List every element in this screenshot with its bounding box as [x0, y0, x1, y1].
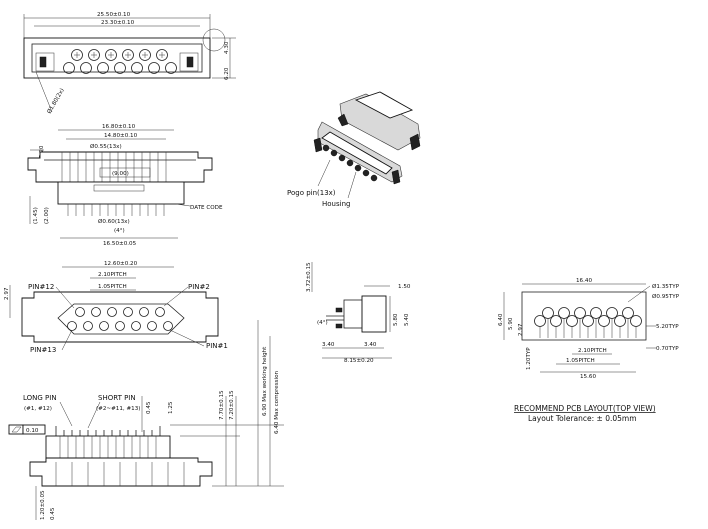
pin-1-label: PIN#1 — [206, 342, 228, 350]
pcb-dim-0-70: 0.70TYP — [656, 346, 679, 352]
flatness-value: 0.10 — [26, 428, 39, 434]
side-dim-3-40-b: 3.40 — [364, 342, 377, 348]
pogo-pin-label: Pogo pin(13x) — [287, 189, 336, 197]
pcb-dim-16-40: 16.40 — [576, 278, 592, 284]
small-side-view: 3.72±0.15 1.50 (4°) 5.80 5.40 3.40 3.40 … — [306, 262, 411, 364]
isometric-view: Pogo pin(13x) Housing — [287, 91, 421, 208]
pcb-layout-tolerance: Layout Tolerance: ± 0.05mm — [528, 414, 637, 423]
front-dim-9: (9.00) — [112, 171, 129, 177]
top-view: 25.50±0.10 23.30±0.10 4.30 6.20 — [23, 12, 236, 115]
short-pin-label: SHORT PIN — [98, 394, 136, 402]
pcb-dim-1-20: 1.20TYP — [526, 347, 532, 370]
short-pin-sub-label: (#2~#11, #13) — [96, 406, 140, 412]
face-dim-width: 12.60±0.20 — [104, 261, 138, 267]
side-dim-angle: (4°) — [317, 320, 328, 326]
pin-2-label: PIN#2 — [188, 283, 210, 291]
pcb-dim-2-97: 2.97 — [518, 323, 524, 336]
side-dim-1-50: 1.50 — [398, 284, 411, 290]
front-dim-outer: 16.80±0.10 — [102, 124, 136, 130]
face-dim-pitch-a: 2.10PITCH — [98, 272, 127, 278]
pcb-dim-15-60: 15.60 — [580, 374, 596, 380]
pin-12-label: PIN#12 — [28, 283, 54, 291]
face-dim-pitch-b: 1.05PITCH — [98, 284, 127, 290]
front-dim-inner: 14.80±0.10 — [104, 133, 138, 139]
housing-label: Housing — [322, 200, 350, 208]
side-dim-5-80: 5.80 — [393, 313, 399, 326]
front-dim-2-00: (2.00) — [44, 207, 50, 224]
front-dim-pin-dia-2: Ø0.60(13x) — [98, 218, 130, 225]
pcb-dim-2-10-pitch: 2.10PITCH — [578, 348, 607, 354]
front-dim-pitch-total: 16.50±0.05 — [103, 241, 137, 247]
pcb-dim-6-40: 6.40 — [498, 313, 504, 326]
pcb-dim-5-90: 5.90 — [508, 317, 514, 330]
long-pin-sub-label: (#1, #12) — [24, 406, 52, 412]
top-dim-height-b: 6.20 — [224, 67, 230, 80]
side-dim-3-40-a: 3.40 — [322, 342, 335, 348]
pins-dim-bottom-height: 1.20±0.05 — [40, 490, 46, 520]
pins-dim-7-70: 7.70±0.15 — [219, 390, 225, 420]
face-dim-height: 2.97 — [4, 287, 10, 300]
front-dim-angle: (4°) — [114, 228, 125, 234]
pins-dim-1-25: 1.25 — [168, 401, 174, 414]
long-pin-label: LONG PIN — [23, 394, 57, 402]
pcb-dim-hole-small: Ø0.95TYP — [652, 293, 680, 300]
pins-dim-max-compression: 6.40 Max compression — [274, 371, 280, 434]
pins-dim-0-45: 0.45 — [146, 401, 152, 414]
contact-face-view: 12.60±0.20 2.10PITCH 1.05PITCH 2.97 PIN#… — [4, 261, 228, 354]
pcb-layout-title: RECOMMEND PCB LAYOUT(TOP VIEW) — [514, 404, 656, 413]
side-dim-total: 8.15±0.20 — [344, 358, 374, 364]
pins-side-view: LONG PIN (#1, #12) SHORT PIN (#2~#11, #1… — [8, 320, 284, 520]
pcb-dim-1-05-pitch: 1.05PITCH — [566, 358, 595, 364]
pins-dim-bottom-offset: 0.45 — [50, 507, 56, 520]
top-dim-overall-width: 25.50±0.10 — [97, 12, 131, 18]
pcb-layout-view: 16.40 Ø1.35TYP Ø0.95TYP 6.40 5.90 2.97 5… — [498, 278, 680, 423]
top-dim-height-a: 4.30 — [224, 41, 230, 54]
top-dim-inner-width: 23.30±0.10 — [101, 20, 135, 26]
side-dim-height: 3.72±0.15 — [306, 262, 312, 292]
pcb-dim-hole-large: Ø1.35TYP — [652, 283, 680, 290]
pins-dim-7-20: 7.20±0.15 — [229, 390, 235, 420]
pin-13-label: PIN#13 — [30, 346, 56, 354]
pins-dim-max-working: 6.90 Max working height — [262, 346, 268, 416]
front-view: 16.80±0.10 14.80±0.10 Ø0.55(13x) 2.20 (9… — [27, 124, 223, 247]
pcb-dim-5-20: 5.20TYP — [656, 324, 679, 330]
front-date-code-label: DATE CODE — [190, 205, 223, 211]
top-hole-callout: Ø1.80(2x) — [46, 87, 66, 115]
front-dim-1-45: (1.45) — [33, 207, 39, 224]
side-dim-5-40: 5.40 — [404, 313, 410, 326]
front-dim-pin-dia: Ø0.55(13x) — [90, 143, 122, 150]
